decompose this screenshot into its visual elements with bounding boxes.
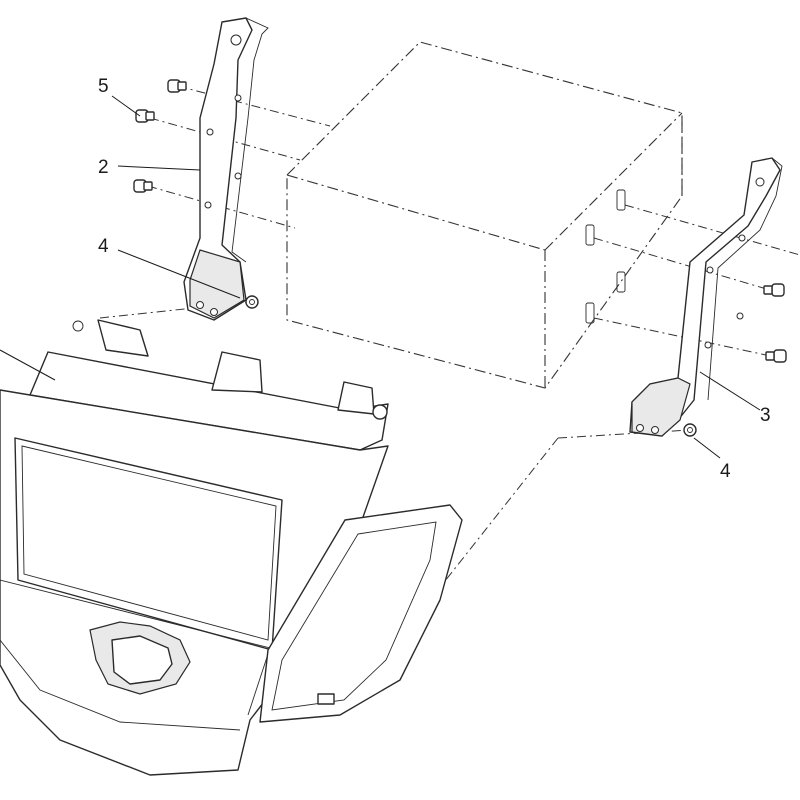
screw-2 [135,109,155,123]
screw-3 [133,179,153,193]
screw-5 [765,349,787,363]
screw-1 [167,79,187,93]
callout-4-right: 4 [720,461,731,482]
front-bezel [0,319,463,776]
callout-5: 5 [98,76,109,97]
head-unit-box [286,41,683,389]
leader-lines [0,95,761,459]
callout-4-left: 4 [98,236,109,257]
screws [133,79,787,363]
left-bracket [183,17,269,321]
right-bracket [629,157,783,437]
head-unit-slots [585,189,626,324]
callout-3: 3 [760,405,771,426]
callout-2: 2 [98,157,109,178]
nuts [245,295,697,437]
screw-4 [763,283,785,297]
